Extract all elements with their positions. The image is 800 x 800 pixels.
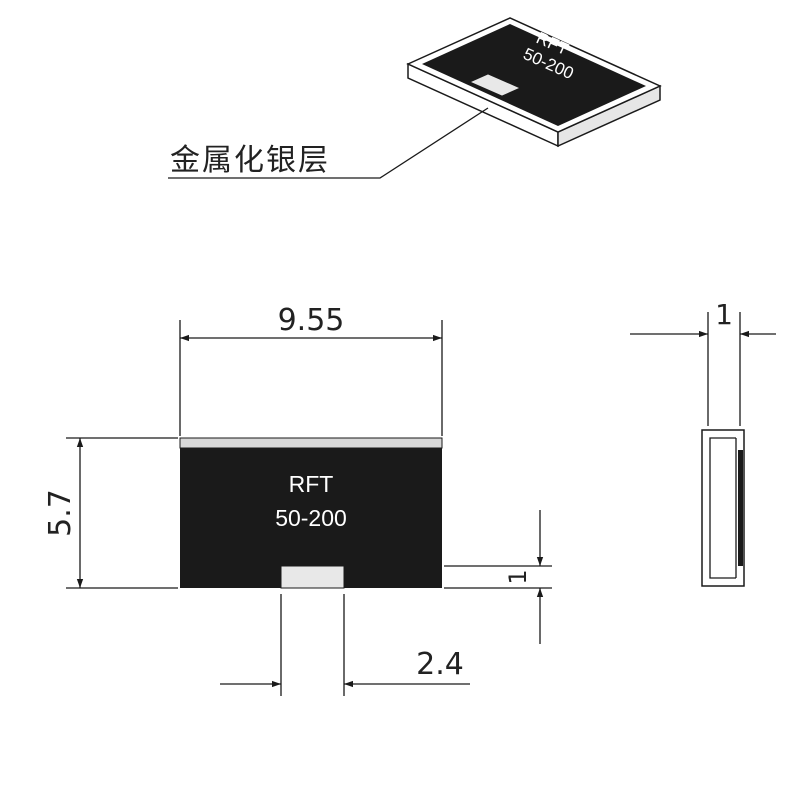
side-outline: [701, 429, 745, 587]
callout-leader-line: [168, 107, 489, 179]
callout-label: 金属化银层: [170, 143, 330, 178]
thickness-label: 1: [715, 298, 733, 331]
pad-width-label: 2.4: [416, 647, 464, 682]
pad-height-label: 1: [504, 569, 532, 584]
front-bottom-pad: [280, 565, 345, 589]
height-label: 5.7: [43, 489, 78, 537]
iso-black-coating: [422, 24, 646, 126]
front-view: RFT 50-200 9.55 5.7 1 2.4: [43, 303, 552, 696]
front-top-metallization: [179, 437, 443, 449]
front-marking-line2: 50-200: [275, 505, 347, 531]
width-label: 9.55: [278, 303, 345, 338]
iso-silver-pad: [469, 73, 521, 97]
side-view: 1: [630, 298, 776, 587]
isometric-view: RFT 50-200 金属化银层: [168, 17, 662, 179]
side-metallization-wrap: [709, 437, 736, 579]
front-body: [180, 448, 442, 588]
side-black-coating: [738, 450, 743, 566]
front-marking-line1: RFT: [289, 471, 334, 497]
